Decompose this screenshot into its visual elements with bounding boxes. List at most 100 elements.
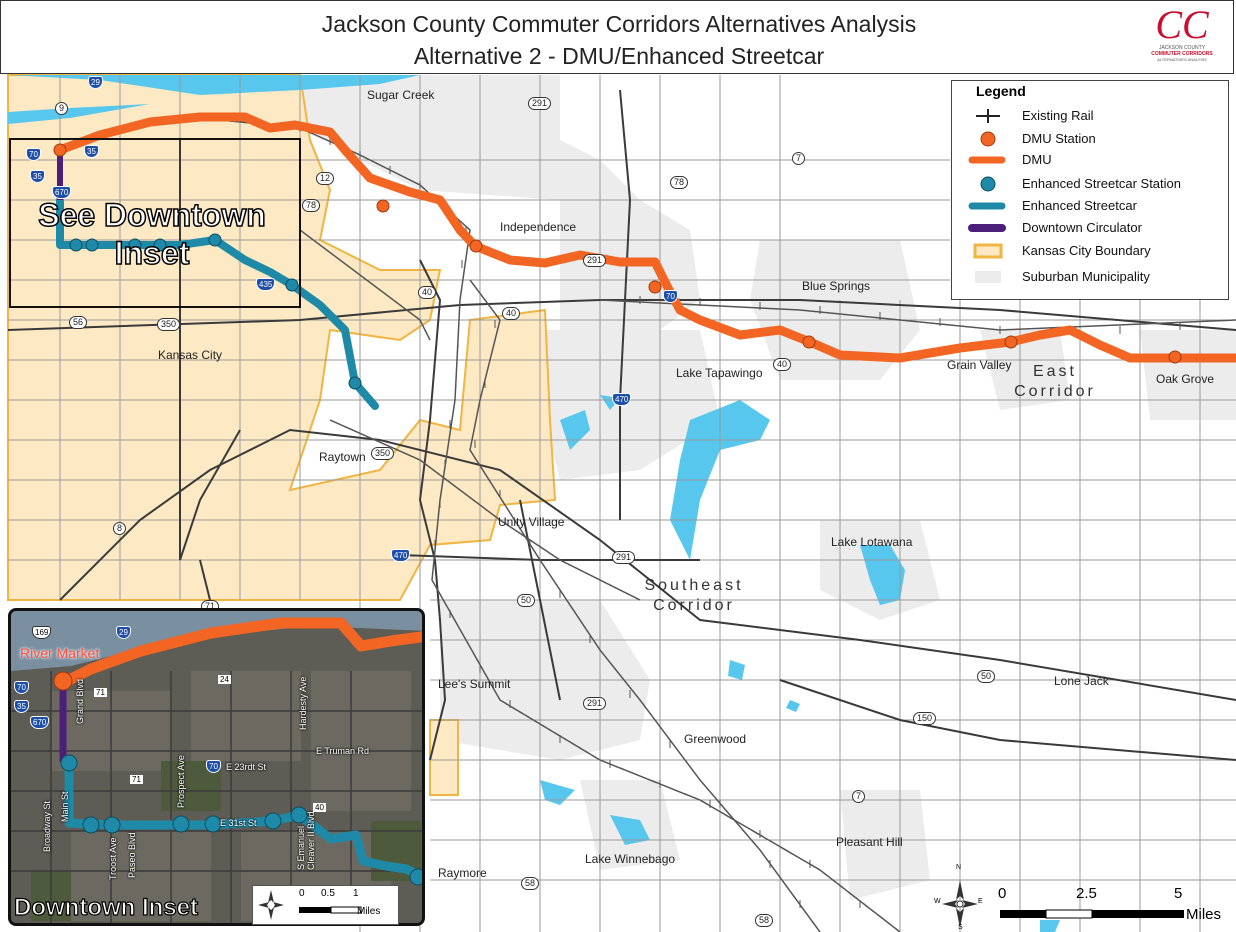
inset-scale-bar: 0 0.5 1 Miles — [252, 885, 399, 925]
west-label: W — [934, 898, 941, 905]
streetcar-line-icon — [968, 202, 1006, 210]
legend-item-circulator: Downtown Circulator — [952, 217, 1228, 239]
scale-0: 0 — [998, 885, 1007, 902]
legend-item-dmu-station: DMU Station — [952, 128, 1228, 150]
inset-shield-71-south: 71 — [130, 775, 143, 784]
legend-item-kc-boundary: Kansas City Boundary — [952, 240, 1228, 262]
route-shield-40-mid: 40 — [502, 307, 521, 320]
street-e-23rd-st: E 23rdt St — [226, 762, 267, 772]
legend-item-existing-rail: Existing Rail — [952, 105, 1228, 127]
rail-icon — [976, 109, 1000, 123]
route-shield-56: 56 — [69, 316, 88, 329]
see-downtown-inset-label: See Downtown Inset — [37, 196, 266, 272]
inset-shield-35: 35 — [14, 700, 29, 713]
route-shield-150: 150 — [913, 712, 937, 725]
legend-item-streetcar-station: Enhanced Streetcar Station — [952, 173, 1228, 195]
inset-dmu-line — [57, 617, 422, 689]
interstate-shield-70-west: 70 — [26, 148, 41, 161]
legend-label-dmu: DMU — [1022, 152, 1052, 167]
route-shield-291: 291 — [528, 97, 552, 110]
dmu-stations — [53, 143, 1182, 364]
street-main-st: Main St — [60, 791, 70, 822]
route-shield-40-east: 40 — [773, 358, 792, 371]
map-header: Jackson County Commuter Corridors Altern… — [0, 0, 1234, 74]
east-corridor-line1: East — [1032, 363, 1077, 380]
dmu-line-icon — [968, 156, 1006, 164]
place-lake-winnebago: Lake Winnebago — [585, 852, 676, 866]
route-shield-29: 29 — [88, 76, 103, 89]
street-hardesty-ave: Hardesty Ave — [298, 676, 308, 730]
inset-shield-70-east: 70 — [206, 760, 221, 773]
inset-scale-0: 0 — [299, 888, 305, 899]
legend-item-streetcar: Enhanced Streetcar — [952, 195, 1228, 217]
street-broadway-st: Broadway St — [42, 800, 52, 852]
street-e-truman-rd: E Truman Rd — [316, 746, 370, 756]
place-sugar-creek: Sugar Creek — [367, 88, 435, 102]
route-shield-7: 7 — [792, 152, 806, 165]
legend-label-dmu-station: DMU Station — [1022, 131, 1096, 146]
southeast-corridor-line1: Southeast — [644, 577, 744, 594]
scale-unit: Miles — [1186, 906, 1222, 923]
map-title: Jackson County Commuter Corridors Altern… — [321, 11, 917, 37]
place-independence: Independence — [500, 220, 577, 234]
place-lake-lotawana: Lake Lotawana — [831, 535, 913, 549]
place-blue-springs: Blue Springs — [802, 279, 871, 293]
logo-line1: JACKSON COUNTY — [1158, 45, 1206, 51]
scale-2-5: 2.5 — [1076, 885, 1097, 902]
street-troost-ave: Troost Ave — [108, 837, 118, 880]
legend-label-kc-boundary: Kansas City Boundary — [1022, 243, 1151, 258]
route-shield-291-independence: 291 — [583, 254, 607, 267]
route-shield-12: 12 — [316, 172, 335, 185]
inset-shield-670: 670 — [30, 716, 50, 729]
south-label: S — [958, 924, 963, 931]
inset-north-arrow-icon — [258, 890, 284, 920]
river-market-label: River Market — [20, 645, 100, 661]
main-scale-bar: N S E W 0 2.5 5 Miles — [934, 864, 1236, 932]
place-pleasant-hill: Pleasant Hill — [836, 835, 903, 849]
interstate-shield-70-east: 70 — [663, 290, 678, 303]
east-label: E — [978, 898, 983, 905]
scale-bar-graphic — [1000, 909, 1184, 919]
interstate-shield-470-north: 470 — [612, 393, 632, 406]
legend-label-streetcar-station: Enhanced Streetcar Station — [1022, 176, 1181, 191]
route-shield-58-east: 58 — [755, 914, 774, 927]
interstate-shield-470-south: 470 — [391, 549, 411, 562]
place-grain-valley: Grain Valley — [947, 358, 1012, 372]
route-shield-350-west: 350 — [157, 318, 181, 331]
street-e-31st-st: E 31st St — [220, 818, 257, 828]
route-shield-78-west: 78 — [302, 199, 321, 212]
inset-dmu-station — [53, 671, 73, 691]
street-prospect-ave: Prospect Ave — [176, 755, 186, 808]
kansas-city-boundary — [7, 74, 557, 796]
east-corridor-label: East Corridor — [1000, 362, 1110, 402]
downtown-inset-title: Downtown Inset — [13, 893, 198, 921]
place-raymore: Raymore — [438, 866, 487, 880]
route-shield-8: 8 — [113, 522, 127, 535]
logo-line3: ALTERNATIVES ANALYSIS — [1157, 57, 1207, 62]
map-legend: Legend Existing Rail DMU Station DMU Enh… — [951, 80, 1229, 300]
dmu-line — [55, 112, 1236, 363]
streetcar-stations — [69, 233, 362, 390]
route-shield-58-west: 58 — [521, 877, 540, 890]
north-label: N — [956, 864, 962, 871]
route-shield-7-south: 7 — [852, 790, 866, 803]
route-shield-78-east: 78 — [670, 176, 689, 189]
interstate-shield-670: 670 — [52, 186, 72, 199]
route-shield-291-lees-summit: 291 — [583, 697, 607, 710]
scale-5: 5 — [1174, 885, 1183, 902]
southeast-corridor-line2: Corridor — [653, 597, 735, 614]
route-shield-50-east: 50 — [977, 670, 996, 683]
dmu-station-icon — [980, 131, 996, 147]
east-corridor-line2: Corridor — [1014, 383, 1096, 400]
place-raytown: Raytown — [319, 450, 366, 464]
route-shield-9: 9 — [55, 102, 69, 115]
inset-shield-29: 29 — [116, 626, 131, 639]
street-cleaver-blvd: S Emanuel Cleaver II Blvd — [296, 811, 316, 870]
place-lone-jack: Lone Jack — [1054, 674, 1109, 688]
interstate-shield-35-north: 35 — [84, 145, 99, 158]
street-grand-blvd: Grand Blvd — [75, 678, 85, 724]
route-shield-40-west: 40 — [418, 286, 437, 299]
legend-item-suburban: Suburban Municipality — [952, 266, 1228, 288]
